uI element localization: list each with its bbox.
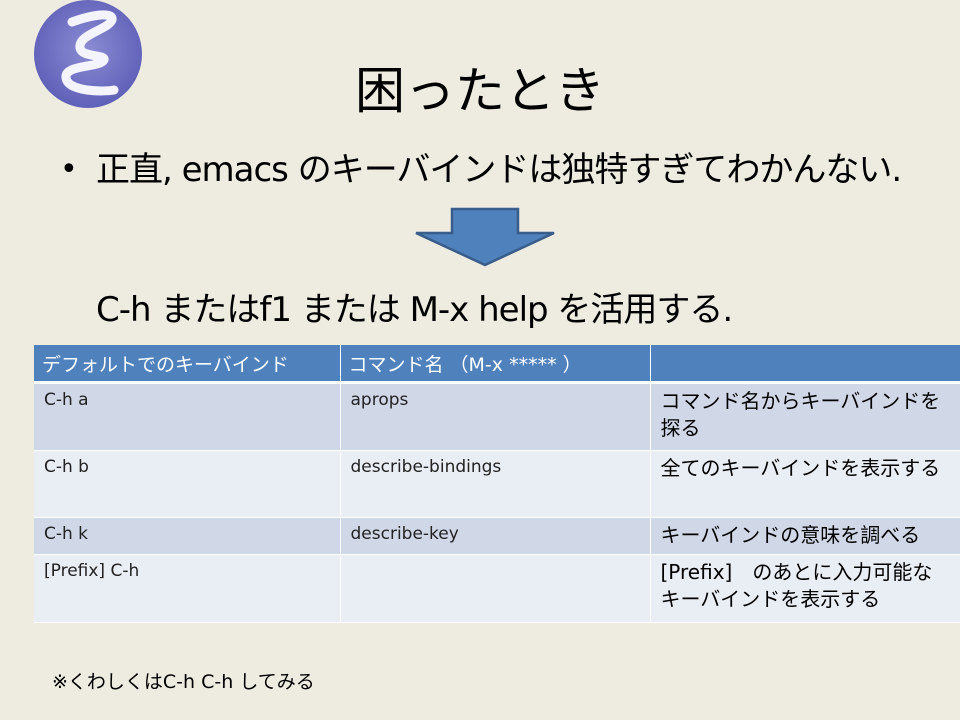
cell-description: [Prefix] のあとに入力可能なキーバインドを表示する xyxy=(650,554,960,623)
table-header-row: デフォルトでのキーバインド コマンド名 （M-x ***** ） xyxy=(34,345,960,384)
header-default-keybinding: デフォルトでのキーバインド xyxy=(34,345,341,384)
cell-description: コマンド名からキーバインドを探る xyxy=(650,382,960,451)
table-row: C-h b describe-bindings 全てのキーバインドを表示する xyxy=(34,450,960,518)
emacs-logo-icon xyxy=(34,0,144,110)
header-command-name: コマンド名 （M-x ***** ） xyxy=(340,345,651,384)
header-description xyxy=(650,345,960,384)
keybinding-table: デフォルトでのキーバインド コマンド名 （M-x ***** ） C-h a a… xyxy=(34,345,960,623)
slide-title: 困ったとき xyxy=(355,62,605,120)
cell-key: C-h k xyxy=(34,517,341,555)
table-row: C-h a aprops コマンド名からキーバインドを探る xyxy=(34,382,960,451)
cell-command: aprops xyxy=(340,382,651,451)
cell-description: 全てのキーバインドを表示する xyxy=(650,450,960,518)
cell-command xyxy=(340,554,651,623)
table-row: [Prefix] C-h [Prefix] のあとに入力可能なキーバインドを表示… xyxy=(34,554,960,623)
down-arrow-icon xyxy=(412,207,558,267)
cell-key: C-h a xyxy=(34,382,341,451)
cell-key: [Prefix] C-h xyxy=(34,554,341,623)
footnote: ※くわしくはC-h C-h してみる xyxy=(52,671,315,693)
cell-description: キーバインドの意味を調べる xyxy=(650,517,960,555)
bullet-marker: • xyxy=(60,152,78,187)
cell-command: describe-key xyxy=(340,517,651,555)
cell-key: C-h b xyxy=(34,450,341,518)
table-row: C-h k describe-key キーバインドの意味を調べる xyxy=(34,517,960,555)
bullet-text: 正直, emacs のキーバインドは独特すぎてわかんない. xyxy=(96,150,902,190)
help-instruction: C-h またはf1 または M-x help を活用する. xyxy=(96,290,733,330)
cell-command: describe-bindings xyxy=(340,450,651,518)
